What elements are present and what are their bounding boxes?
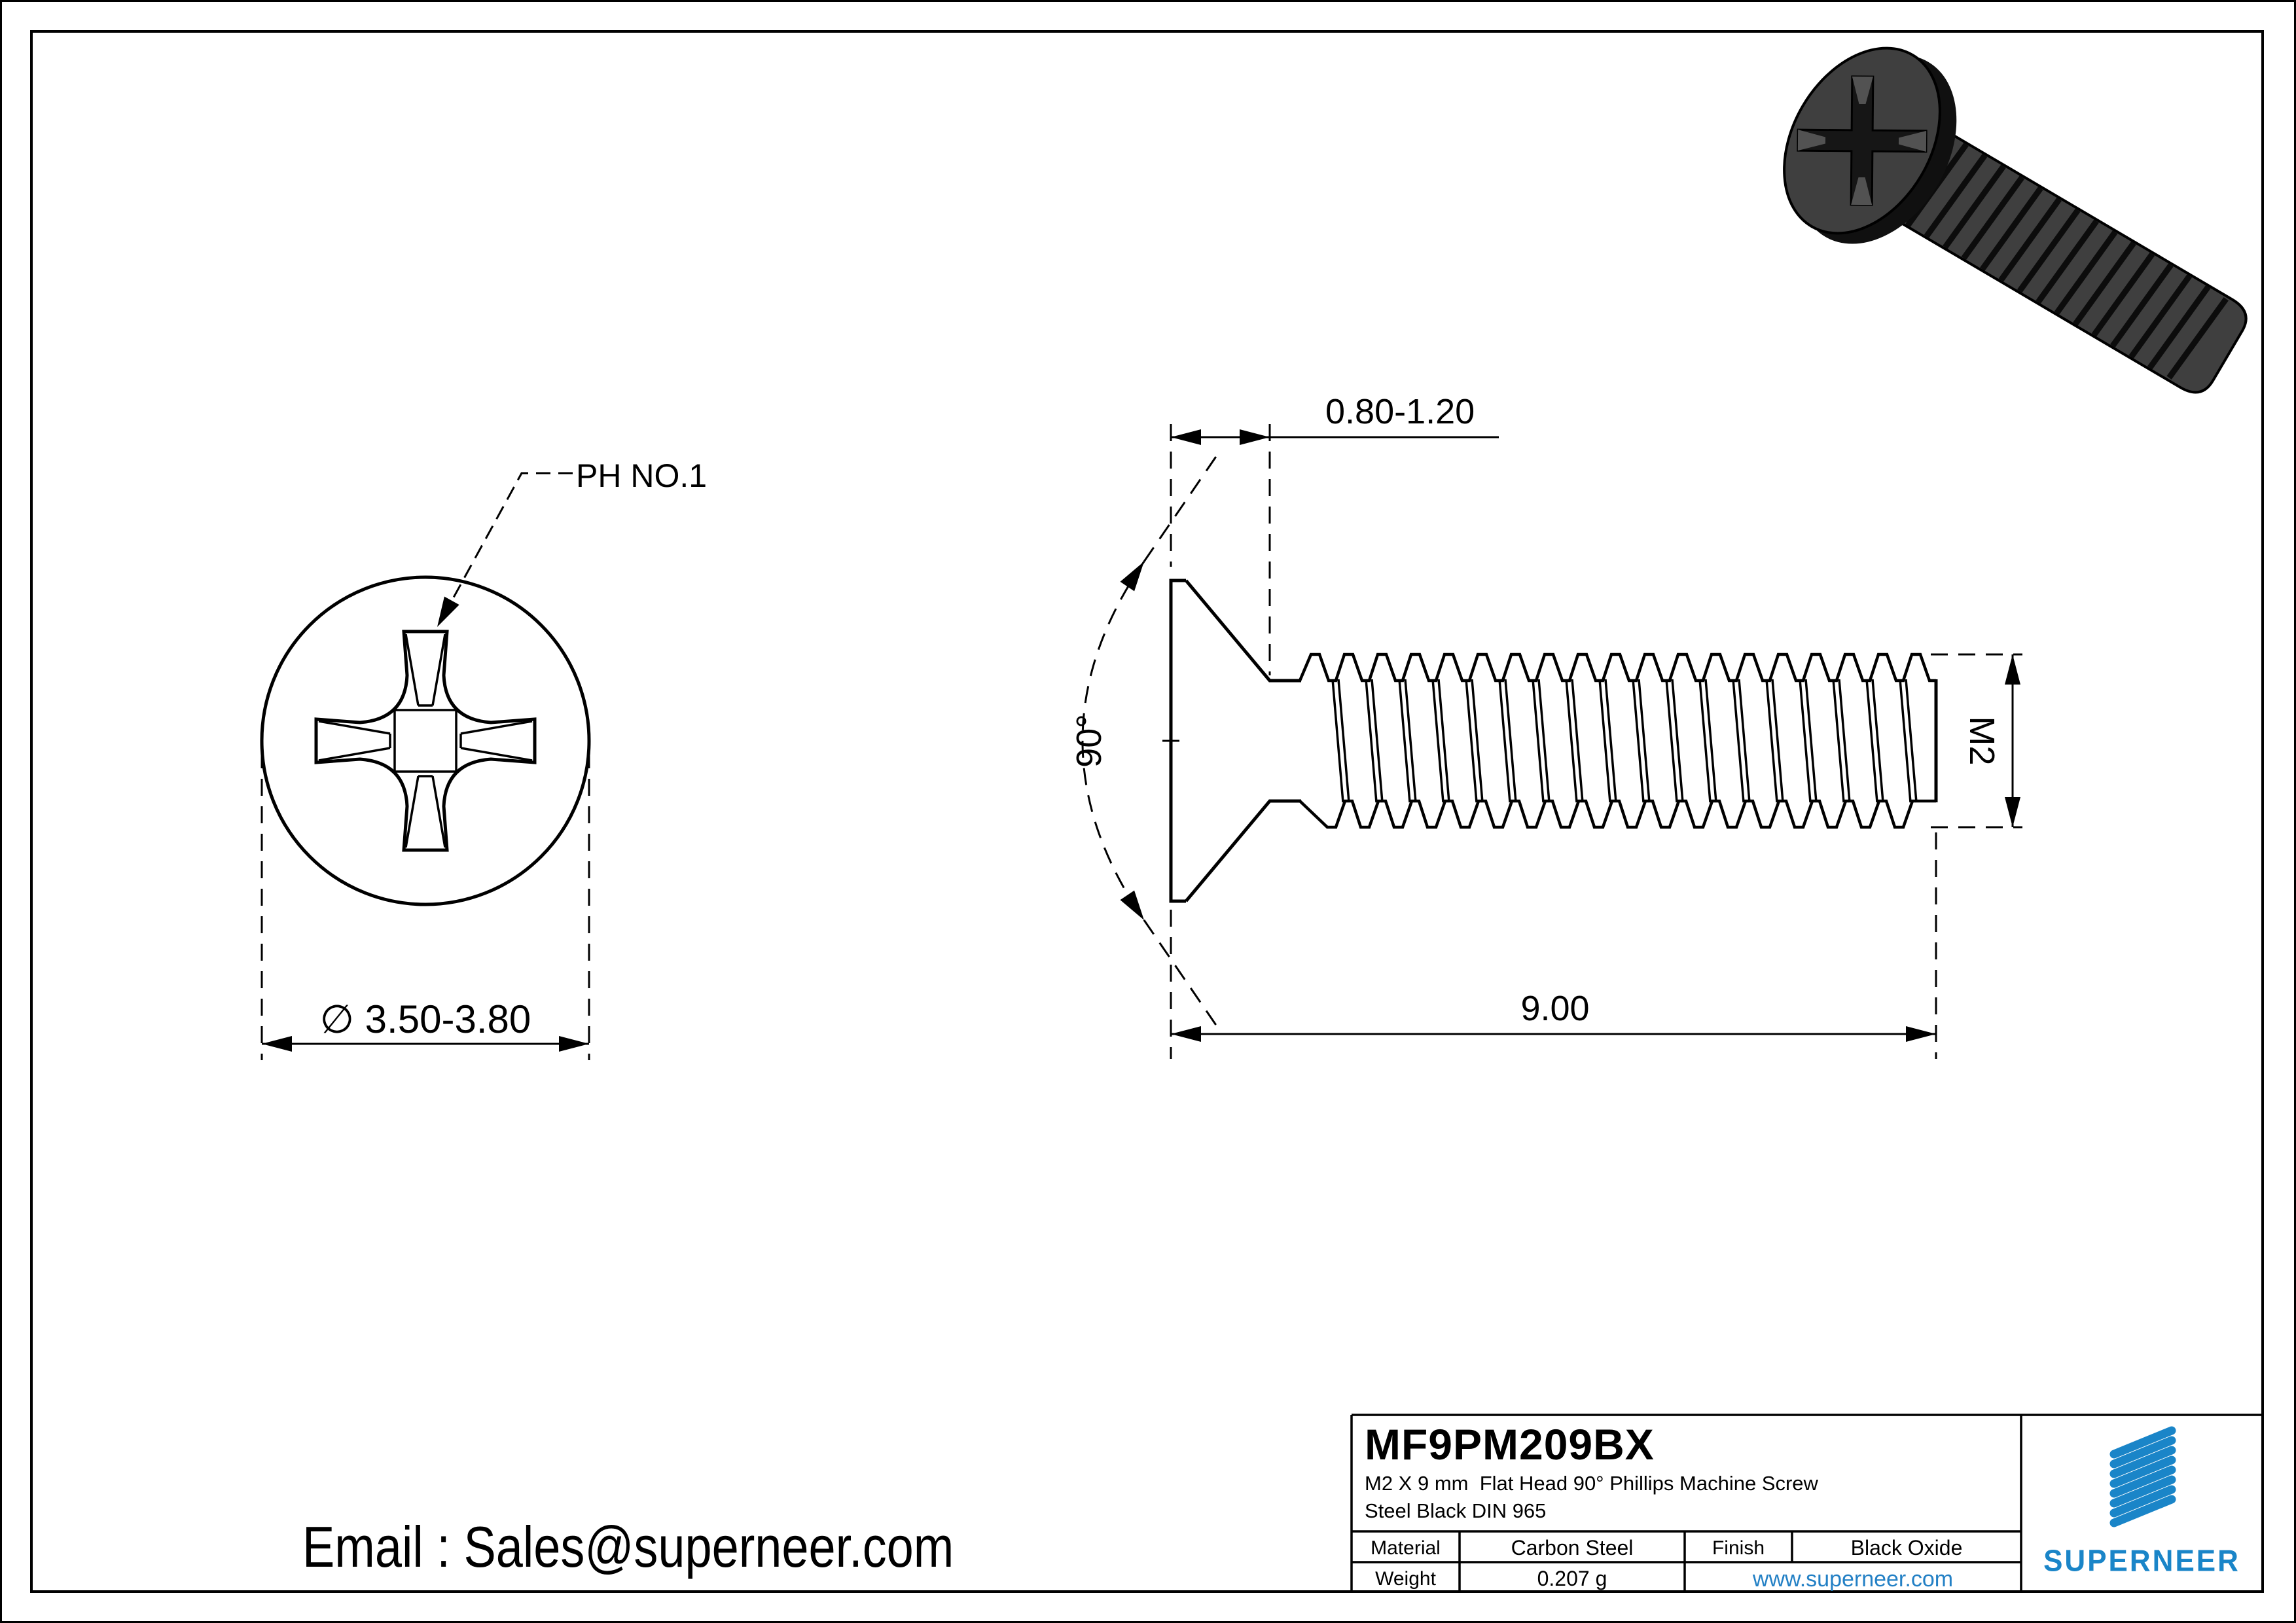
head-thickness-dimension-text: 0.80-1.20	[1325, 392, 1475, 431]
diameter-dimension	[260, 751, 590, 1060]
dim-arrow	[1906, 1026, 1936, 1042]
screw-3d-render	[1783, 46, 2248, 394]
weight-value: 0.207 g	[1537, 1567, 1607, 1590]
countersink-angle-text: 90°	[1069, 714, 1109, 768]
title-block-grid	[1350, 1414, 2263, 1592]
material-label: Material	[1371, 1537, 1441, 1559]
front-view-head	[260, 472, 591, 1060]
website-link[interactable]: www.superneer.com	[1752, 1567, 1954, 1592]
dim-arrow	[2005, 654, 2020, 685]
thread-top-edge	[1298, 652, 1936, 683]
part-description-line2: Steel Black DIN 965	[1365, 1499, 1547, 1522]
angle-arrowhead	[1120, 562, 1144, 592]
phillips-recess-inner-lines	[318, 633, 533, 848]
dim-arrow	[262, 1036, 292, 1052]
total-length-dimension-text: 9.00	[1520, 989, 1590, 1028]
finish-label: Finish	[1712, 1537, 1765, 1559]
phillips-recess-outline	[314, 630, 537, 852]
ph-leader-line	[441, 472, 573, 618]
ph-leader-arrowhead	[437, 596, 459, 627]
ph-size-label: PH NO.1	[576, 457, 708, 494]
brand-logo-text: SUPERNEER	[2043, 1544, 2240, 1578]
head-profile	[1169, 579, 1301, 903]
thread-size-text: M2	[1962, 716, 2001, 766]
superneer-logo-stripes-icon	[2109, 1426, 2176, 1527]
dim-arrow	[2005, 797, 2020, 827]
screw-3d-phillips-recess	[1797, 75, 1928, 206]
thread-bottom-edge	[1299, 799, 1936, 829]
head-diameter-dimension-text: ∅ 3.50-3.80	[319, 997, 531, 1041]
part-description-line1: M2 X 9 mm Flat Head 90° Phillips Machine…	[1365, 1472, 1818, 1495]
drawing-frame	[30, 30, 2264, 1593]
part-number: MF9PM209BX	[1365, 1420, 1655, 1469]
dim-arrow	[1171, 1026, 1201, 1042]
head-thickness-dimension	[1170, 424, 1499, 675]
angle-construction-lines	[1081, 448, 1223, 1033]
dim-arrow	[559, 1036, 589, 1052]
dim-arrow	[1240, 429, 1270, 445]
side-view-screw	[1081, 424, 2022, 1059]
angle-arrowhead	[1120, 890, 1144, 920]
dim-arrow	[1171, 429, 1201, 445]
weight-label: Weight	[1375, 1568, 1436, 1590]
thread-helix-lines	[1331, 679, 1918, 803]
head-outline-circle	[260, 575, 591, 906]
finish-value: Black Oxide	[1850, 1536, 1963, 1560]
material-value: Carbon Steel	[1511, 1536, 1634, 1560]
contact-email-text: Email : Sales@superneer.com	[302, 1514, 954, 1579]
